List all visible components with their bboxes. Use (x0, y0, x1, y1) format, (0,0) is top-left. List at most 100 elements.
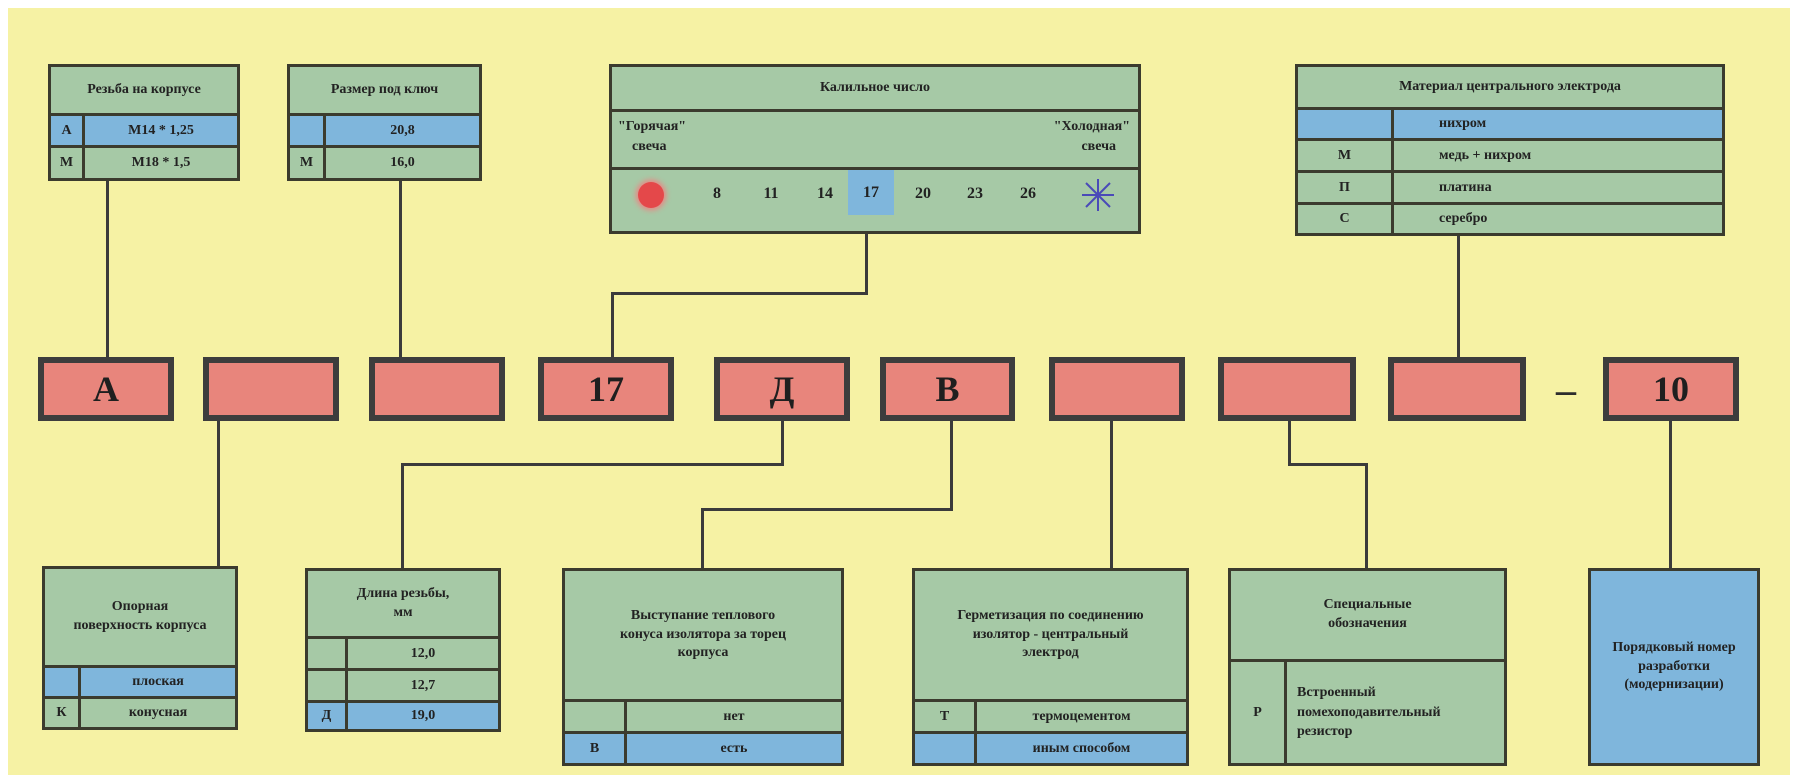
wrench-row: М 16,0 (290, 145, 479, 178)
thread-length-code: Д (308, 703, 348, 729)
code-box-length: Д (714, 357, 850, 421)
heat-number: 14 (817, 185, 833, 202)
sealing-value: иным способом (1032, 740, 1131, 756)
wrench-value: 20,8 (326, 116, 479, 145)
heat-number: 11 (763, 185, 779, 202)
insulator-code (565, 702, 627, 731)
thread-length-code (308, 639, 348, 668)
connector-thread (106, 176, 109, 360)
thread-length-table: Длина резьбы, мм 12,0 12,7 Д 19,0 (305, 568, 501, 732)
sealing-table: Герметизация по соединению изолятор - це… (912, 568, 1189, 766)
special-title: Специальные обозначения (1323, 597, 1412, 631)
electrode-row: М медь + нихром (1298, 138, 1722, 170)
connector-insulator (701, 508, 704, 571)
connector-special (1365, 463, 1368, 571)
insulator-row: нет (565, 699, 841, 731)
serial-table: Порядковый номер разработки (модернизаци… (1588, 568, 1760, 766)
wrench-table: Размер под ключ 20,8 М 16,0 (287, 64, 482, 181)
wrench-code (290, 116, 326, 145)
seat-title: Опорная поверхность корпуса (73, 599, 207, 633)
wrench-code: М (290, 148, 326, 178)
connector-wrench (399, 176, 402, 360)
special-row: Р Встроенный помехоподавительный резисто… (1231, 659, 1504, 763)
insulator-value: есть (720, 740, 748, 756)
thread-code: А (51, 116, 85, 145)
connector-special (1288, 418, 1291, 466)
code-box-sealing (1049, 357, 1185, 421)
connector-length (401, 463, 404, 570)
hot-plug-label: "Горячая" свеча (618, 119, 687, 154)
thread-length-value: 12,7 (410, 677, 436, 693)
electrode-code (1298, 110, 1394, 138)
hot-plug-icon (638, 182, 664, 208)
connector-special (1288, 463, 1368, 466)
connector-heat (611, 292, 868, 295)
wrench-value: 16,0 (390, 155, 415, 170)
connector-seat (217, 418, 220, 568)
electrode-row: С серебро (1298, 202, 1722, 233)
seat-row: плоская (45, 665, 235, 696)
connector-serial (1669, 418, 1672, 568)
code-box-electrode (1388, 357, 1526, 421)
insulator-table: Выступание теплового конуса изолятора за… (562, 568, 844, 766)
thread-row: А M14 * 1,25 (51, 113, 237, 145)
heat-scale-area (612, 109, 1138, 231)
thread-code: М (51, 148, 85, 178)
thread-length-value: 19,0 (410, 708, 436, 723)
sealing-title: Герметизация по соединению изолятор - це… (957, 607, 1144, 661)
connector-insulator (701, 508, 953, 511)
electrode-value: серебро (1439, 211, 1488, 226)
code-box-thread: А (38, 357, 174, 421)
serial-title: Порядковый номер разработки (модернизаци… (1612, 639, 1736, 693)
seat-value: конусная (128, 705, 188, 720)
electrode-value: медь + нихром (1439, 147, 1532, 163)
thread-length-row: Д 19,0 (308, 700, 498, 729)
thread-value: M18 * 1,5 (131, 155, 191, 170)
sealing-row: Т термоцементом (915, 699, 1186, 731)
connector-length (401, 463, 784, 466)
sealing-code (915, 734, 977, 763)
wrench-title: Размер под ключ (330, 81, 439, 97)
thread-length-title: Длина резьбы, мм (356, 585, 450, 620)
heat-number-selected: 17 (848, 170, 894, 215)
seat-code (45, 668, 81, 696)
electrode-code: М (1298, 141, 1394, 170)
electrode-title: Материал центрального электрода (1399, 78, 1621, 94)
electrode-code: П (1298, 173, 1394, 202)
special-code: Р (1231, 662, 1287, 763)
thread-table: Резьба на корпусе А M14 * 1,25 М M18 * 1… (48, 64, 240, 181)
connector-heat (611, 292, 614, 360)
code-dash: – (1556, 366, 1576, 412)
heat-divider (612, 167, 1138, 170)
sealing-code: Т (915, 702, 977, 731)
sealing-value: термоцементом (1032, 708, 1131, 724)
seat-table: Опорная поверхность корпуса плоская К ко… (42, 566, 238, 730)
code-box-heat: 17 (538, 357, 674, 421)
connector-heat (865, 230, 868, 294)
code-box-serial: 10 (1603, 357, 1739, 421)
electrode-value: платина (1439, 179, 1492, 195)
code-box-seat (203, 357, 339, 421)
connector-length (781, 418, 784, 465)
cold-plug-label: "Холодная" свеча (1053, 119, 1130, 154)
thread-row: М M18 * 1,5 (51, 145, 237, 178)
electrode-row: нихром (1298, 107, 1722, 138)
connector-electrode (1457, 230, 1460, 360)
thread-length-row: 12,0 (308, 636, 498, 668)
insulator-title: Выступание теплового конуса изолятора за… (619, 607, 787, 661)
wrench-row: 20,8 (290, 113, 479, 145)
electrode-value: нихром (1439, 116, 1487, 131)
electrode-row: П платина (1298, 170, 1722, 202)
thread-length-value: 12,0 (410, 645, 436, 661)
electrode-table: Материал центрального электрода нихром М… (1295, 64, 1725, 236)
code-box-special (1218, 357, 1356, 421)
thread-length-code (308, 671, 348, 700)
heat-number: 23 (967, 185, 983, 202)
special-table: Специальные обозначения Р Встроенный пом… (1228, 568, 1507, 766)
insulator-value: нет (723, 708, 745, 724)
heat-title: Калильное число (819, 79, 931, 95)
heat-number: 20 (915, 185, 931, 202)
heat-rating-table: Калильное число "Горячая" свеча "Холодна… (609, 64, 1141, 234)
thread-value: M14 * 1,25 (85, 116, 237, 145)
special-value: Встроенный помехоподавительный резистор (1297, 685, 1441, 740)
